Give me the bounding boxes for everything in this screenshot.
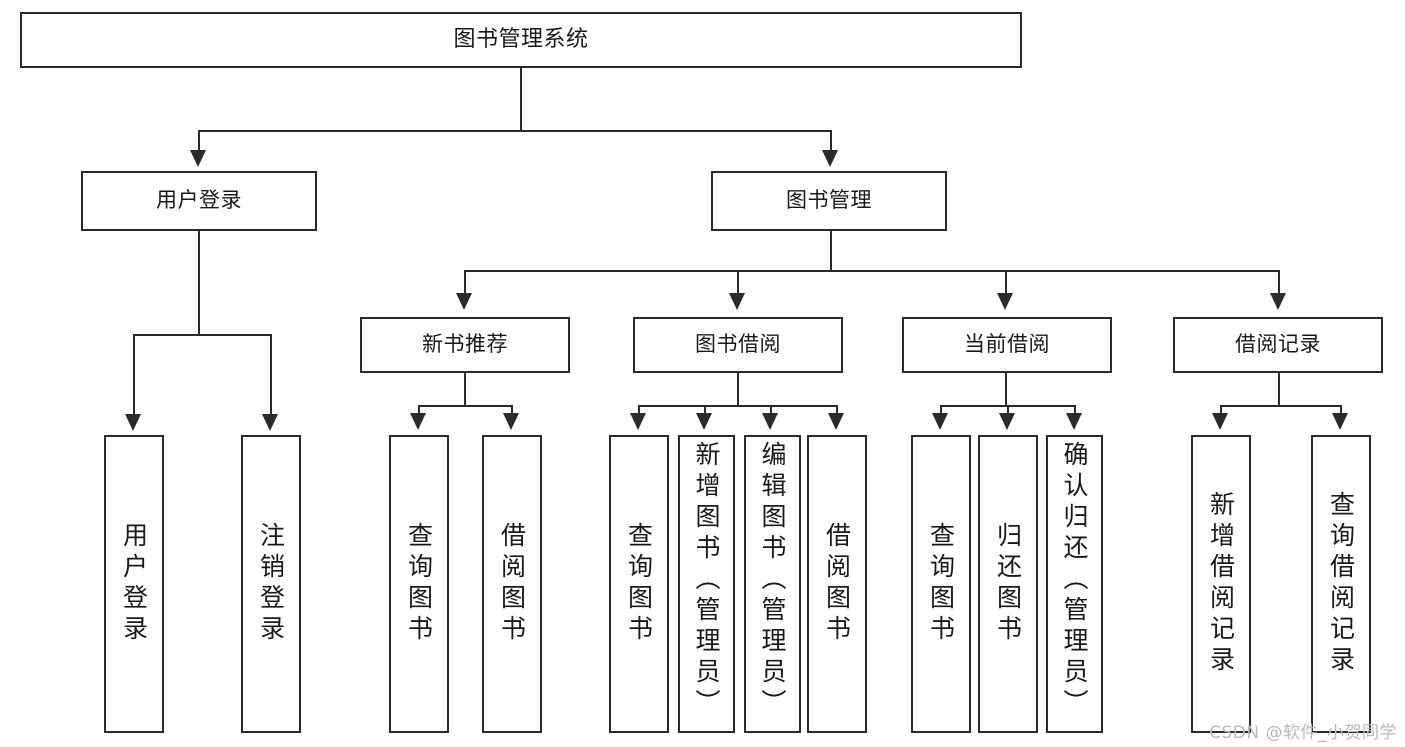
node-book-management[interactable]: 图书管理 (711, 171, 947, 231)
connector-drop-book-management (830, 130, 832, 152)
leaf-bb-add-book[interactable]: 新增图书（管理员） (678, 435, 735, 733)
connector-current-borrow-stem (1005, 373, 1007, 406)
node-label: 归还图书 (993, 522, 1023, 646)
arrowhead-br-add-record (1212, 413, 1228, 430)
node-label: 查询图书 (624, 522, 654, 646)
connector-drop-book-borrow (737, 270, 739, 295)
node-label: 借阅记录 (1235, 332, 1321, 357)
arrowhead-leaf-user-login (125, 414, 141, 431)
arrowhead-nbr-query-book (410, 413, 426, 430)
connector-drop-nbr-borrow-book (511, 405, 513, 415)
node-book-borrow[interactable]: 图书借阅 (633, 317, 843, 373)
leaf-logout[interactable]: 注销登录 (241, 435, 301, 733)
connector-new-book-recommend-bus (418, 405, 511, 407)
leaf-br-add-record[interactable]: 新增借阅记录 (1191, 435, 1251, 733)
connector-borrow-record-stem (1278, 373, 1280, 406)
connector-drop-br-query-record (1340, 405, 1342, 415)
watermark-csdn: CSDN @软件_小贺同学 (1209, 723, 1397, 743)
arrowhead-leaf-logout (262, 414, 278, 431)
arrowhead-new-book-recommend (456, 293, 472, 310)
arrowhead-br-query-record (1332, 413, 1348, 430)
arrowhead-bb-borrow-book (828, 413, 844, 430)
leaf-cb-query-book[interactable]: 查询图书 (911, 435, 971, 733)
node-root-book-management-system[interactable]: 图书管理系统 (20, 12, 1022, 68)
node-label: 注销登录 (256, 522, 286, 646)
leaf-br-query-record[interactable]: 查询借阅记录 (1311, 435, 1371, 733)
leaf-nbr-borrow-book[interactable]: 借阅图书 (482, 435, 542, 733)
connector-drop-current-borrow (1005, 270, 1007, 295)
node-label: 新增图书（管理员） (692, 441, 721, 720)
node-borrow-record[interactable]: 借阅记录 (1173, 317, 1383, 373)
leaf-user-login[interactable]: 用户登录 (104, 435, 164, 733)
leaf-nbr-query-book[interactable]: 查询图书 (389, 435, 449, 733)
node-label: 新书推荐 (422, 332, 508, 357)
node-user-login[interactable]: 用户登录 (81, 171, 317, 231)
arrowhead-user-login (190, 150, 206, 167)
connector-drop-new-book-recommend (464, 270, 466, 295)
node-label: 新增借阅记录 (1206, 491, 1236, 677)
arrowhead-nbr-borrow-book (503, 413, 519, 430)
connector-drop-cb-confirm-return (1074, 405, 1076, 415)
connector-user-login-stem (198, 231, 200, 335)
node-label: 借阅图书 (497, 522, 527, 646)
node-label: 借阅图书 (822, 522, 852, 646)
arrowhead-book-borrow (729, 293, 745, 310)
arrowhead-borrow-record (1270, 293, 1286, 310)
connector-book-borrow-stem (737, 373, 739, 406)
node-label: 查询借阅记录 (1326, 491, 1356, 677)
node-label: 图书管理 (786, 188, 872, 213)
node-label: 用户登录 (156, 188, 242, 213)
node-label: 查询图书 (404, 522, 434, 646)
arrowhead-cb-confirm-return (1066, 413, 1082, 430)
node-label: 图书管理系统 (453, 26, 589, 52)
arrowhead-cb-query-book (932, 413, 948, 430)
arrowhead-bb-query-book (630, 413, 646, 430)
connector-book-borrow-bus (638, 405, 836, 407)
connector-level3-bus (464, 270, 1278, 272)
arrowhead-current-borrow (997, 293, 1013, 310)
connector-drop-bb-add-book (704, 405, 706, 415)
arrowhead-cb-return-book (999, 413, 1015, 430)
node-label: 用户登录 (119, 522, 149, 646)
node-label: 确认归还（管理员） (1060, 441, 1089, 720)
leaf-cb-confirm-return[interactable]: 确认归还（管理员） (1046, 435, 1103, 733)
connector-drop-cb-query-book (940, 405, 942, 415)
node-new-book-recommend[interactable]: 新书推荐 (360, 317, 570, 373)
connector-borrow-record-bus (1220, 405, 1340, 407)
arrowhead-bb-add-book (696, 413, 712, 430)
arrowhead-bb-edit-book (762, 413, 778, 430)
connector-drop-br-add-record (1220, 405, 1222, 415)
connector-drop-bb-query-book (638, 405, 640, 415)
connector-level2-bus (198, 130, 830, 132)
connector-drop-user-login (198, 130, 200, 152)
connector-drop-leaf-logout (270, 334, 272, 416)
node-label: 当前借阅 (964, 332, 1050, 357)
connector-drop-leaf-user-login (133, 334, 135, 416)
node-label: 查询图书 (926, 522, 956, 646)
leaf-bb-query-book[interactable]: 查询图书 (609, 435, 669, 733)
node-current-borrow[interactable]: 当前借阅 (902, 317, 1112, 373)
connector-new-book-recommend-stem (464, 373, 466, 406)
connector-user-login-bus (133, 334, 270, 336)
connector-drop-borrow-record (1278, 270, 1280, 295)
arrowhead-book-management (822, 150, 838, 167)
connector-root-stem (520, 68, 522, 130)
leaf-bb-borrow-book[interactable]: 借阅图书 (807, 435, 867, 733)
connector-drop-nbr-query-book (418, 405, 420, 415)
connector-drop-bb-borrow-book (836, 405, 838, 415)
leaf-cb-return-book[interactable]: 归还图书 (978, 435, 1038, 733)
leaf-bb-edit-book[interactable]: 编辑图书（管理员） (744, 435, 801, 733)
node-label: 图书借阅 (695, 332, 781, 357)
connector-drop-cb-return-book (1007, 405, 1009, 415)
connector-book-management-stem (830, 231, 832, 271)
node-label: 编辑图书（管理员） (758, 441, 787, 720)
connector-drop-bb-edit-book (770, 405, 772, 415)
